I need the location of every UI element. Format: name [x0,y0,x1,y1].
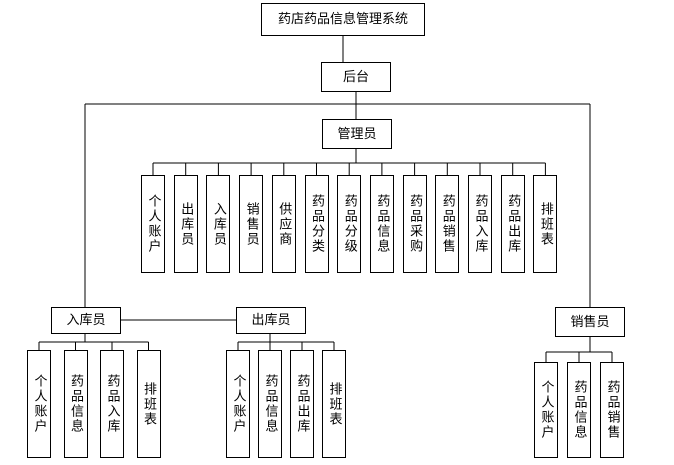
stock-out-child-node: 药品信息 [258,350,282,458]
child-node-label: 排班表 [141,381,156,427]
system-title-node: 药店药品信息管理系统 [261,3,425,36]
child-node-label: 药品出库 [294,374,310,434]
stock-in-child-node: 个人账户 [27,350,51,458]
backend-node: 后台 [321,62,391,92]
admin-child-node: 药品出库 [500,175,525,273]
child-node-label: 个人账户 [538,380,554,440]
child-node-label: 供应商 [276,201,292,247]
child-node-label: 药品入库 [472,194,488,254]
admin-child-node: 排班表 [533,175,558,273]
child-node-label: 排班表 [537,201,553,247]
sales-child-node: 药品销售 [600,362,624,458]
stock-out-child-node: 排班表 [322,350,346,458]
admin-child-node: 药品采购 [402,175,427,273]
child-node-label: 药品销售 [604,380,620,440]
child-node-label: 药品信息 [262,374,278,434]
child-node-label: 出库员 [178,201,194,247]
admin-child-node: 药品分级 [337,175,362,273]
child-node-label: 药品信息 [374,194,390,254]
admin-child-node: 药品入库 [468,175,492,273]
child-node-label: 药品销售 [439,194,455,254]
child-node-label: 个人账户 [230,374,246,434]
system-title: 药店药品信息管理系统 [277,12,408,27]
admin-child-node: 供应商 [271,175,296,273]
child-node-label: 药品分级 [341,194,357,254]
child-node-label: 药品出库 [505,194,521,254]
admin-child-node: 药品分类 [304,175,329,273]
admin-child-node: 药品销售 [435,175,460,273]
stock-in-child-node: 药品入库 [100,350,124,458]
child-node-label: 药品采购 [407,194,423,254]
stock-in-node: 入库员 [51,307,121,334]
stock-out-node: 出库员 [236,307,306,334]
child-node-label: 排班表 [326,381,342,427]
sales-child-node: 药品信息 [567,362,591,458]
child-node-label: 个人账户 [31,374,47,434]
admin-node: 管理员 [322,119,392,149]
child-node-label: 销售员 [243,201,259,247]
child-node-label: 药品信息 [68,374,83,434]
child-node-label: 药品分类 [309,194,324,254]
sales-node: 销售员 [555,307,625,337]
admin-child-node: 销售员 [239,175,264,273]
stock-in-child-node: 药品信息 [63,350,88,458]
child-node-label: 药品信息 [571,380,587,440]
child-node-label: 药品入库 [104,374,120,434]
stock-in-label: 入库员 [66,313,106,328]
backend-label: 后台 [342,69,369,85]
stock-out-child-node: 药品出库 [290,350,314,458]
sales-child-node: 个人账户 [534,362,558,458]
admin-child-node: 药品信息 [369,175,394,273]
child-node-label: 入库员 [210,201,226,247]
admin-label: 管理员 [337,126,377,142]
sales-label: 销售员 [570,314,610,330]
stock-in-child-node: 排班表 [136,350,161,458]
admin-child-node: 出库员 [173,175,198,273]
stock-out-label: 出库员 [251,313,291,328]
admin-child-node: 个人账户 [141,175,165,273]
stock-out-child-node: 个人账户 [226,350,250,458]
admin-child-node: 入库员 [206,175,231,273]
child-node-label: 个人账户 [145,194,161,254]
